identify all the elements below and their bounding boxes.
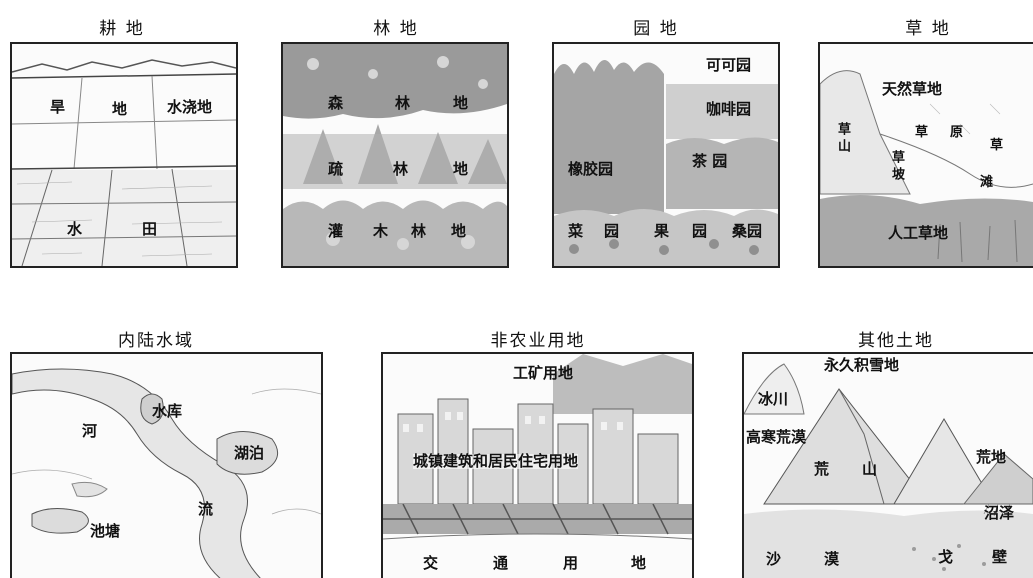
grassland-illustration (820, 70, 1033, 266)
non-agricultural-illustration (383, 354, 692, 540)
label-pond: 池塘 (90, 522, 121, 540)
panel-cropland: 旱 地 水浇地 水 田 (10, 42, 238, 268)
label-swamp: 沼泽 (984, 504, 1015, 522)
label-dry-land-2: 地 (112, 100, 128, 118)
label-wasteland: 荒地 (976, 448, 1007, 466)
label-flow: 流 (198, 500, 214, 518)
label-cold-desert: 高寒荒漠 (746, 428, 807, 446)
label-rubber: 橡胶园 (568, 160, 614, 178)
title-grassland: 草 地 (905, 19, 951, 39)
label-dense-forest-3: 地 (453, 94, 469, 112)
label-permanent-snow: 永久积雪地 (824, 356, 900, 374)
panel-inland-water: 河 水库 湖泊 流 池塘 (10, 352, 323, 578)
label-steppe-1: 草 (915, 125, 929, 140)
label-natural-grass: 天然草地 (882, 80, 943, 98)
label-grass-slope: 草坡 (889, 150, 904, 184)
label-transport-4: 地 (631, 554, 647, 572)
title-cropland: 耕 地 (99, 19, 145, 39)
garden-illustration (554, 59, 778, 266)
other-land-illustration (744, 363, 1033, 578)
label-gobi-2: 壁 (992, 548, 1008, 566)
label-river: 河 (82, 422, 98, 440)
label-tea: 茶 园 (692, 152, 728, 170)
label-glacier: 冰川 (758, 390, 789, 408)
panel-grassland: 天然草地 草山 草坡 草 原 草 滩 人工草地 (818, 42, 1033, 268)
label-fruit-1: 果 (654, 222, 670, 240)
label-transport-3: 用 (563, 554, 579, 572)
label-urban-residential: 城镇建筑和居民住宅用地 (413, 452, 579, 470)
label-sparse-forest-1: 疏 (328, 160, 344, 178)
panel-garden: 可可园 咖啡园 橡胶园 茶 园 菜 园 果 园 桑园 (552, 42, 780, 268)
label-shrub-1: 灌 (328, 222, 344, 240)
title-other-land: 其他土地 (858, 331, 934, 351)
label-shrub-3: 林 (411, 222, 427, 240)
panel-forest: 森 林 地 疏 林 地 灌 木 林 地 (281, 42, 509, 268)
forest-illustration (283, 44, 507, 266)
label-steppe-2: 原 (950, 125, 964, 140)
label-desert-2: 漠 (824, 550, 840, 568)
label-transport-1: 交 (423, 554, 439, 572)
label-mulberry: 桑园 (732, 222, 763, 240)
label-barren-mountain-1: 荒 (814, 460, 830, 478)
title-inland-water: 内陆水域 (118, 331, 194, 351)
label-reservoir: 水库 (152, 402, 183, 420)
label-grass-mountain: 草山 (835, 122, 850, 156)
label-gobi-1: 戈 (938, 548, 954, 566)
title-garden: 园 地 (633, 19, 679, 39)
label-fruit-2: 园 (692, 222, 708, 240)
title-forest: 林 地 (373, 19, 419, 39)
label-desert-1: 沙 (766, 550, 782, 568)
label-sparse-forest-2: 林 (393, 160, 409, 178)
label-shrub-4: 地 (451, 222, 467, 240)
cropland-illustration (12, 59, 236, 266)
label-sparse-forest-3: 地 (453, 160, 469, 178)
label-shrub-2: 木 (373, 222, 389, 240)
label-paddy-2: 田 (142, 220, 158, 238)
label-mining: 工矿用地 (513, 364, 574, 382)
inland-water-illustration (12, 368, 321, 578)
label-artificial-grass: 人工草地 (888, 224, 949, 242)
label-dense-forest-2: 林 (395, 94, 411, 112)
panel-non-agricultural: 工矿用地 城镇建筑和居民住宅用地 交 通 用 地 (381, 352, 694, 578)
label-transport-2: 通 (493, 554, 509, 572)
label-veg-2: 园 (604, 222, 620, 240)
title-non-agricultural: 非农业用地 (490, 331, 586, 351)
label-paddy-1: 水 (67, 220, 83, 238)
label-beach-2: 滩 (980, 175, 994, 190)
label-beach-1: 草 (990, 138, 1004, 153)
label-barren-mountain-2: 山 (862, 460, 878, 478)
label-irrigated-land: 水浇地 (167, 98, 213, 116)
label-lake: 湖泊 (234, 444, 265, 462)
label-dry-land-1: 旱 (50, 98, 66, 116)
panel-other-land: 永久积雪地 冰川 高寒荒漠 荒 山 荒地 沼泽 沙 漠 戈 壁 (742, 352, 1033, 578)
label-veg-1: 菜 (568, 222, 584, 240)
label-dense-forest-1: 森 (328, 94, 344, 112)
label-cocoa: 可可园 (706, 56, 752, 74)
label-coffee: 咖啡园 (706, 100, 752, 118)
